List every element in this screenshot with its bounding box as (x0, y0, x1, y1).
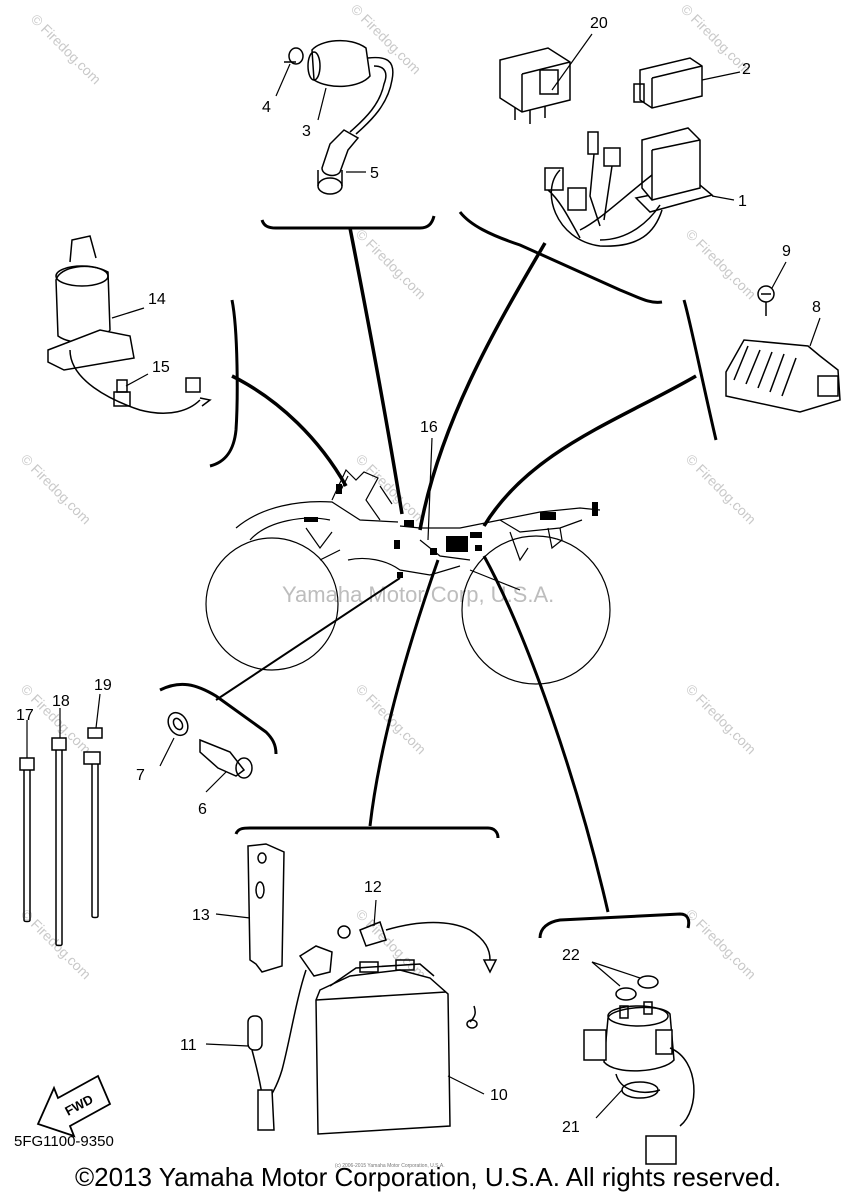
callout-2: 2 (742, 61, 751, 78)
callout-11: 11 (180, 1037, 197, 1054)
watermark: © Firedog.com (28, 11, 104, 87)
leader-lines (231, 227, 697, 913)
callout-numbers: 1 2 3 4 5 6 7 8 9 10 11 12 13 14 15 16 1… (16, 15, 821, 1136)
connector-coupler (633, 57, 703, 109)
main-switch (47, 235, 212, 414)
ignition-coil (284, 39, 394, 195)
center-watermark: Yamaha Motor Corp, U.S.A. (282, 582, 554, 607)
callout-leaders (26, 33, 821, 1119)
rectifier-regulator (725, 285, 841, 413)
callout-19: 19 (94, 677, 112, 694)
leader-line-bolt (215, 577, 401, 701)
fwd-arrow-icon: FWD (36, 1074, 112, 1138)
callout-17: 17 (16, 707, 34, 724)
callout-12: 12 (364, 879, 382, 896)
part-code: 5FG1100-9350 (14, 1133, 114, 1150)
watermark: © Firedog.com (683, 226, 759, 302)
fine-print: (c) 2006-2015 Yamaha Motor Corporation, … (335, 1163, 445, 1169)
callout-15: 15 (152, 359, 170, 376)
battery-group (247, 843, 498, 1135)
flasher-relay (499, 47, 571, 124)
callout-8: 8 (812, 299, 821, 316)
copyright-notice: ©2013 Yamaha Motor Corporation, U.S.A. A… (74, 1162, 782, 1192)
neutral-switch (167, 711, 253, 779)
watermark: © Firedog.com (683, 451, 759, 527)
callout-9: 9 (782, 243, 791, 260)
callout-5: 5 (370, 165, 379, 182)
callout-3: 3 (302, 123, 311, 140)
callout-22: 22 (562, 947, 580, 964)
callout-10: 10 (490, 1087, 508, 1104)
cdi-unit (544, 127, 714, 247)
callout-20: 20 (590, 15, 608, 32)
callout-18: 18 (52, 693, 70, 710)
watermark: © Firedog.com (18, 451, 94, 527)
watermark: © Firedog.com (353, 226, 429, 302)
callout-1: 1 (738, 193, 747, 210)
starter-relay (583, 975, 695, 1165)
callout-14: 14 (148, 291, 166, 308)
callout-7: 7 (136, 767, 145, 784)
callout-13: 13 (192, 907, 210, 924)
callout-6: 6 (198, 801, 207, 818)
watermark: © Firedog.com (683, 906, 759, 982)
callout-16: 16 (420, 419, 438, 436)
watermark: © Firedog.com (683, 681, 759, 757)
motorcycle-part-markers (304, 484, 598, 578)
callout-21: 21 (562, 1119, 580, 1136)
watermark: © Firedog.com (353, 451, 429, 527)
group-brackets (159, 211, 718, 939)
cable-ties (19, 727, 103, 947)
callout-4: 4 (262, 99, 271, 116)
